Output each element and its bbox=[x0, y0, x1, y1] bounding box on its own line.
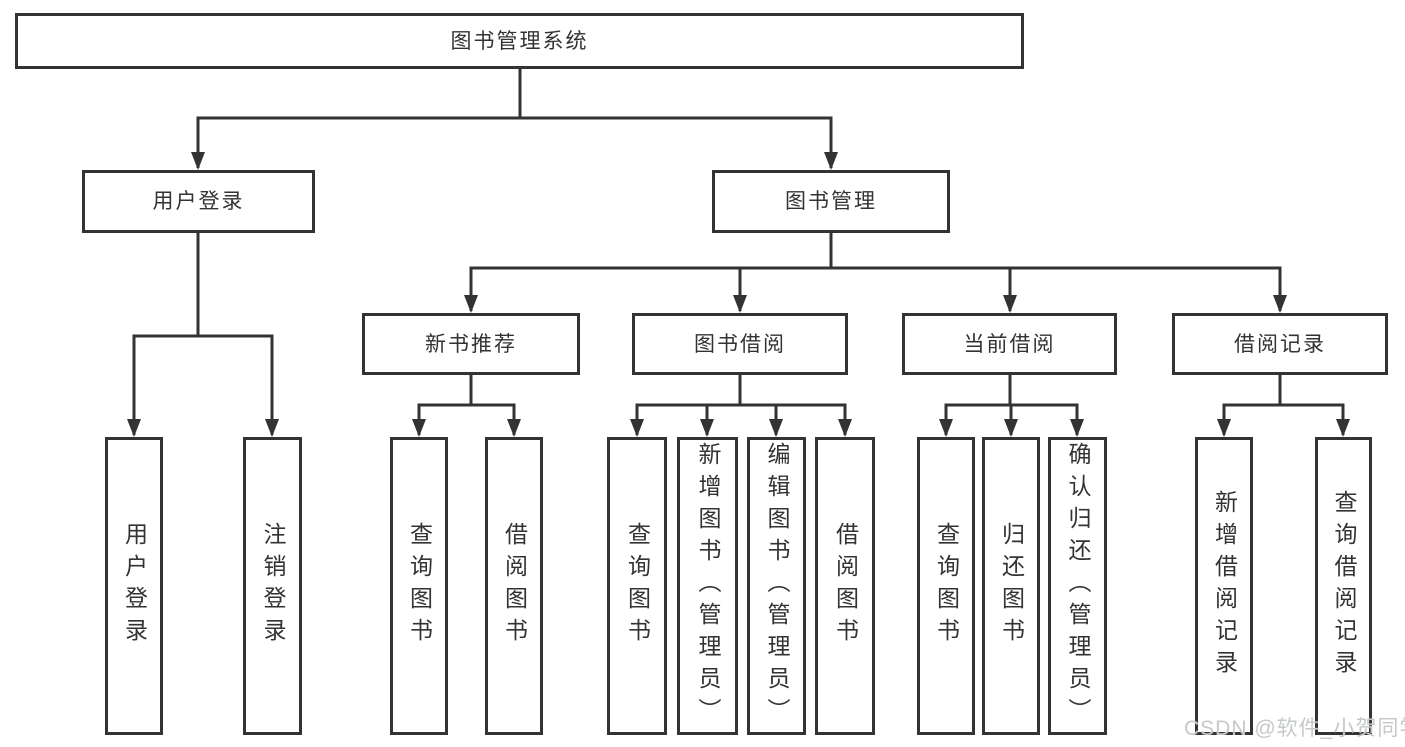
leaf-user-login: 用户登录 bbox=[105, 437, 163, 735]
arrowhead bbox=[507, 419, 521, 437]
connector-root-split bbox=[196, 116, 833, 168]
connector-userlogin-split bbox=[132, 334, 274, 435]
connector-bookborrow-split bbox=[635, 403, 847, 435]
node-system-root: 图书管理系统 bbox=[15, 13, 1024, 69]
node-book-borrowing: 图书借阅 bbox=[632, 313, 848, 375]
node-user-login-branch: 用户登录 bbox=[82, 170, 315, 233]
arrowhead bbox=[127, 419, 141, 437]
node-current-borrowing: 当前借阅 bbox=[902, 313, 1117, 375]
leaf-bb-edit-books-admin: 编辑图书（管理员） bbox=[747, 437, 806, 735]
leaf-cb-confirm-return-admin: 确认归还（管理员） bbox=[1048, 437, 1107, 735]
arrowhead bbox=[1217, 419, 1231, 437]
arrowhead bbox=[412, 419, 426, 437]
leaf-br-add-borrow-record: 新增借阅记录 bbox=[1195, 437, 1253, 735]
leaf-br-query-borrow-record: 查询借阅记录 bbox=[1315, 437, 1372, 735]
leaf-logout: 注销登录 bbox=[243, 437, 302, 735]
node-book-management-branch: 图书管理 bbox=[712, 170, 950, 233]
arrowhead bbox=[191, 152, 205, 170]
leaf-cb-return-books: 归还图书 bbox=[982, 437, 1040, 735]
node-borrowing-records: 借阅记录 bbox=[1172, 313, 1388, 375]
connector-newbook-split bbox=[417, 403, 516, 435]
node-new-book-recommendation: 新书推荐 bbox=[362, 313, 580, 375]
arrowhead bbox=[824, 152, 838, 170]
arrowhead bbox=[265, 419, 279, 437]
leaf-cb-query-books: 查询图书 bbox=[917, 437, 975, 735]
arrowheads bbox=[127, 152, 1350, 437]
leaf-nb-query-books: 查询图书 bbox=[390, 437, 448, 735]
arrowhead bbox=[630, 419, 644, 437]
arrowhead bbox=[733, 295, 747, 313]
connector-records-split bbox=[1222, 403, 1345, 435]
connector-bookmgmt-split bbox=[469, 266, 1282, 311]
arrowhead bbox=[1004, 419, 1018, 437]
arrowhead bbox=[464, 295, 478, 313]
leaf-bb-add-books-admin: 新增图书（管理员） bbox=[677, 437, 738, 735]
leaf-bb-borrow-books: 借阅图书 bbox=[815, 437, 875, 735]
arrowhead bbox=[1273, 295, 1287, 313]
arrowhead bbox=[1070, 419, 1084, 437]
arrowhead bbox=[1003, 295, 1017, 313]
leaf-bb-query-books: 查询图书 bbox=[607, 437, 667, 735]
arrowhead bbox=[700, 419, 714, 437]
arrowhead bbox=[769, 419, 783, 437]
arrowhead bbox=[939, 419, 953, 437]
arrowhead bbox=[1336, 419, 1350, 437]
watermark: CSDN @软件_小贺同学 bbox=[1184, 717, 1405, 740]
leaf-nb-borrow-books: 借阅图书 bbox=[485, 437, 543, 735]
arrowhead bbox=[838, 419, 852, 437]
